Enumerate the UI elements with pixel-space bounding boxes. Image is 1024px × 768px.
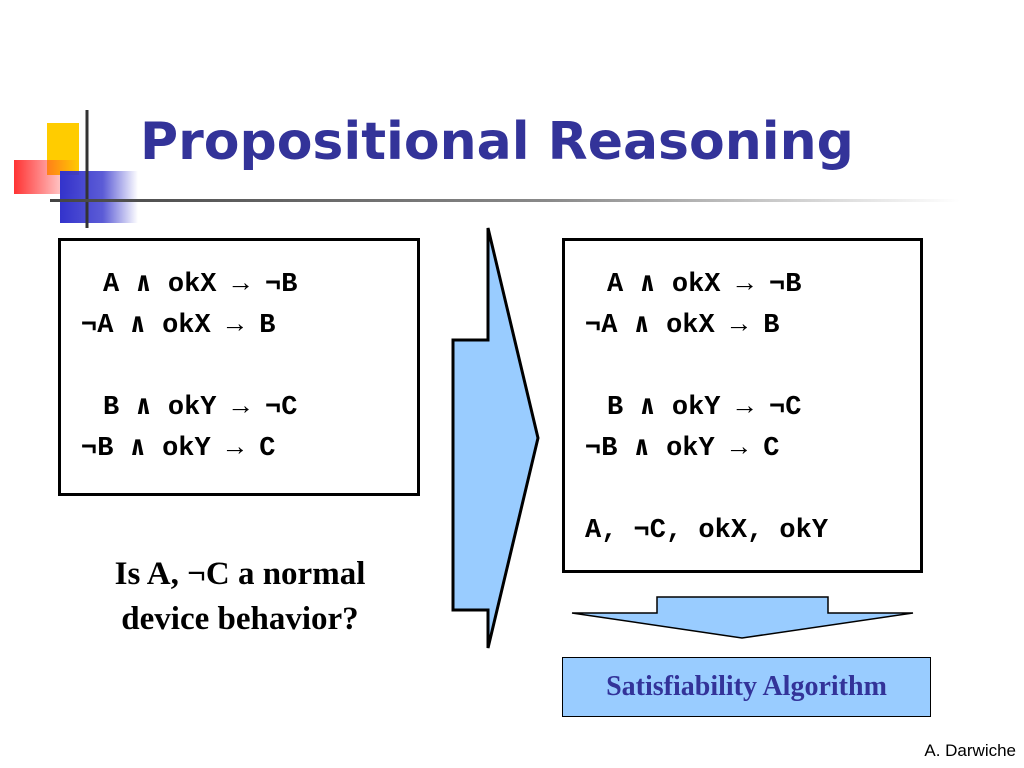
rule-line: ¬A ∧ okX → B: [585, 311, 780, 341]
question-text: Is A, ¬C a normal device behavior?: [60, 552, 420, 642]
title-underline: [50, 199, 960, 202]
rule-line: ¬A ∧ okX → B: [81, 311, 276, 341]
observation-line: A, ¬C, okX, okY: [585, 516, 829, 546]
author-credit: A. Darwiche: [924, 741, 1016, 760]
question-line: Is A, ¬C a normal: [114, 556, 366, 592]
rule-line: B ∧ okY → ¬C: [607, 393, 802, 423]
corner-decoration-icon: [14, 110, 138, 228]
left-rules-box: A ∧ okX → ¬B ¬A ∧ okX → B B ∧ okY → ¬C ¬…: [58, 238, 420, 496]
satisfiability-algorithm-box: Satisfiability Algorithm: [562, 657, 931, 717]
right-rules-box: A ∧ okX → ¬B ¬A ∧ okX → B B ∧ okY → ¬C ¬…: [562, 238, 923, 573]
slide-title: Propositional Reasoning: [140, 112, 854, 172]
question-line: device behavior?: [121, 601, 359, 637]
rule-line: ¬B ∧ okY → C: [585, 434, 780, 464]
down-arrow-icon: [571, 596, 914, 639]
right-arrow-icon: [451, 227, 540, 649]
rule-line: B ∧ okY → ¬C: [103, 393, 298, 423]
rule-line: A ∧ okX → ¬B: [607, 270, 802, 300]
blue-square: [60, 171, 138, 223]
rule-line: ¬B ∧ okY → C: [81, 434, 276, 464]
rule-line: A ∧ okX → ¬B: [103, 270, 298, 300]
